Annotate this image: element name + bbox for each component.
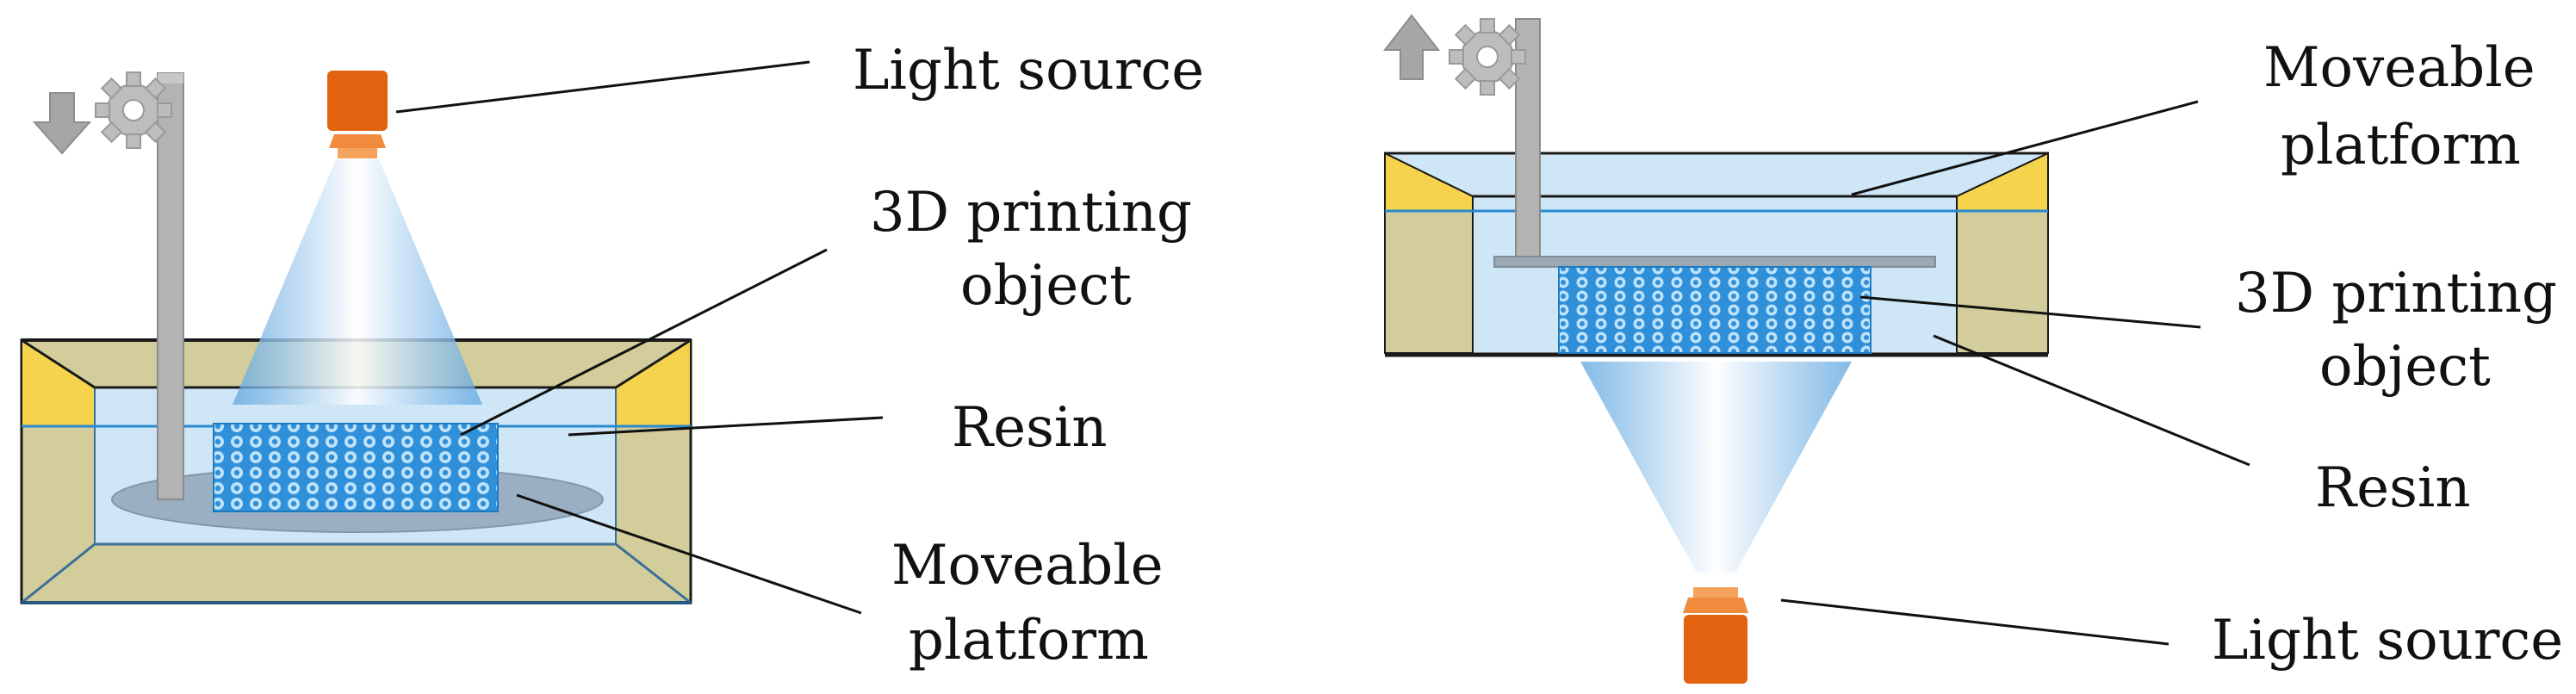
left-label-resin: Resin — [952, 396, 1108, 460]
right-moveable-platform — [1493, 256, 1936, 268]
left-leader-resin — [568, 416, 884, 437]
left-label-platform-line2: platform — [909, 609, 1149, 672]
down-arrow-icon — [32, 92, 92, 155]
left-leader-object — [460, 248, 828, 437]
left-z-arm — [157, 72, 184, 500]
gear-icon — [95, 71, 172, 149]
left-label-object-line1: 3D printing — [870, 181, 1192, 245]
left-light-beam — [233, 159, 482, 405]
right-leader-light — [1780, 598, 2169, 646]
right-label-platform-line1: Moveable — [2263, 36, 2536, 100]
right-leader-platform — [1851, 100, 2199, 196]
left-light-source — [327, 71, 388, 158]
right-label-object-line2: object — [2319, 335, 2491, 399]
right-light-source — [1683, 587, 1748, 684]
left-label-platform-line1: Moveable — [891, 534, 1164, 598]
left-label-light-source: Light source — [853, 39, 1204, 102]
right-panel: Moveable platform 3D printing object Res… — [1382, 14, 2563, 684]
right-label-light-source: Light source — [2212, 609, 2563, 672]
up-arrow-icon — [1382, 14, 1441, 80]
left-leader-platform — [516, 493, 862, 615]
right-label-object-line1: 3D printing — [2235, 262, 2557, 325]
left-leader-light — [395, 60, 810, 114]
right-printed-object — [1558, 266, 1871, 354]
left-printed-object — [213, 423, 499, 512]
right-label-resin: Resin — [2315, 456, 2471, 520]
right-leader-resin — [1933, 334, 2250, 467]
left-panel: Light source 3D printing object Resin Mo… — [20, 39, 1204, 672]
right-leader-object — [1859, 295, 2201, 329]
left-label-object-line2: object — [960, 254, 1132, 318]
right-label-platform-line2: platform — [2281, 114, 2521, 177]
right-light-beam — [1580, 362, 1852, 573]
gear-icon — [1449, 18, 1526, 96]
